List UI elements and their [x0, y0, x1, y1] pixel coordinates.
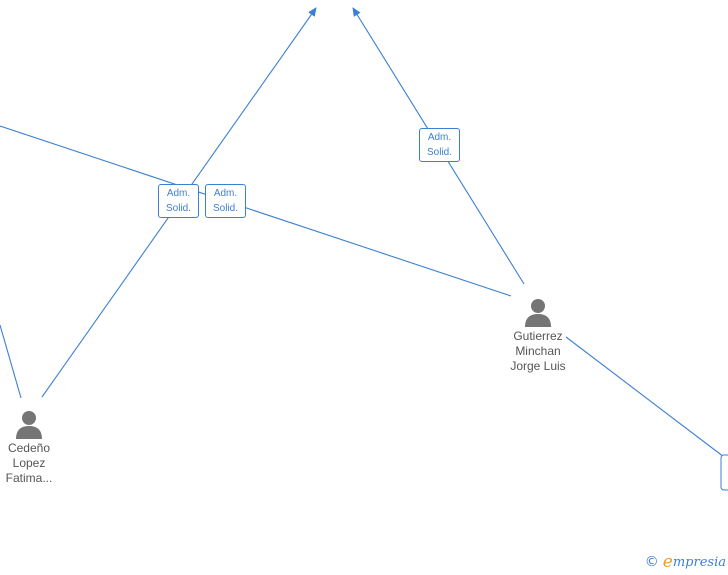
- person-name-line2: Minchan: [515, 344, 561, 358]
- person-name-line3: Fatima...: [5, 471, 53, 485]
- role-label-line1: Adm.: [427, 132, 452, 143]
- role-label-line1: Adm.: [166, 188, 191, 199]
- person-node-cedeno[interactable]: Cedeño Lopez Fatima...: [0, 409, 69, 486]
- edge-left-offscreen-to-cedeno: [0, 324, 22, 399]
- brand-initial: e: [662, 552, 673, 572]
- person-name-line1: Gutierrez: [513, 329, 563, 343]
- offscreen-node-box[interactable]: [720, 454, 728, 491]
- copyright-icon: ©: [644, 554, 659, 570]
- edge-left-offscreen-to-gutierrez: [0, 125, 512, 297]
- person-icon: [525, 299, 551, 327]
- person-node-gutierrez[interactable]: Gutierrez Minchan Jorge Luis: [496, 297, 580, 374]
- person-name-line3: Jorge Luis: [510, 359, 566, 373]
- person-icon: [16, 411, 42, 439]
- role-label-line2: Solid.: [426, 147, 452, 158]
- role-label-line2: Solid.: [165, 203, 191, 214]
- role-label-adm-solid[interactable]: Adm. Solid.: [205, 184, 246, 218]
- edge-gutierrez-to-right-offscreen: [565, 336, 728, 461]
- role-label-adm-solid[interactable]: Adm. Solid.: [158, 184, 199, 218]
- role-label-adm-solid[interactable]: Adm. Solid.: [419, 128, 460, 162]
- role-label-line1: Adm.: [213, 188, 238, 199]
- person-name-line1: Cedeño: [7, 441, 51, 455]
- empresia-logo: © e mpresia: [645, 552, 726, 572]
- brand-name: mpresia: [672, 554, 726, 570]
- person-name-line2: Lopez: [12, 456, 46, 470]
- role-label-line2: Solid.: [212, 203, 238, 214]
